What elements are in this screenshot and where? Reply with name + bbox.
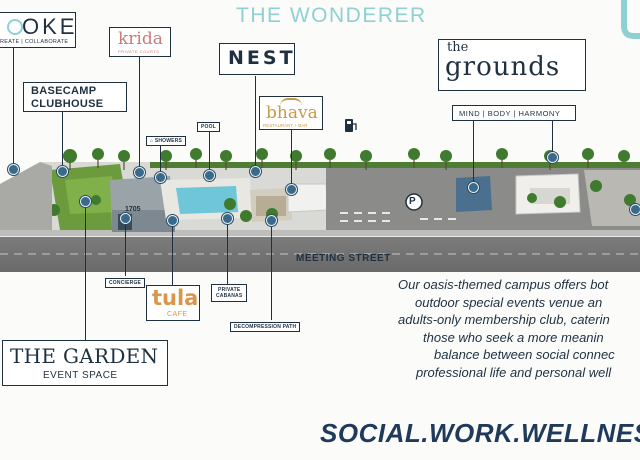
label-concierge: CONCIERGE	[105, 278, 146, 288]
basecamp-line2: CLUBHOUSE	[31, 98, 104, 110]
grounds-the: the	[447, 40, 469, 55]
logo-krida[interactable]: krida PRIVATE COURTS	[109, 27, 171, 57]
map-pin-bhava[interactable]	[286, 184, 297, 195]
description-line-2: outdoor special events venue an	[415, 295, 603, 310]
label-pool: POOL	[197, 122, 220, 132]
oke-mark: OKE	[22, 14, 78, 39]
garden-sub: EVENT SPACE	[43, 370, 118, 381]
street-label: MEETING STREET	[296, 253, 391, 264]
oke-sub: REATE | COLLABORATE	[0, 39, 69, 45]
logo-grounds[interactable]: the grounds	[438, 39, 586, 91]
label-basecamp[interactable]: BASECAMP CLUBHOUSE	[23, 82, 127, 112]
map-pin-cabanas[interactable]	[222, 213, 233, 224]
label-showers: ⌂ SHOWERS	[146, 136, 187, 146]
leader-grounds-2	[552, 120, 553, 156]
map-pin-garden[interactable]	[80, 196, 91, 207]
bhava-mark: bhava	[266, 103, 318, 123]
shower-icon: ⌂	[150, 138, 154, 144]
basecamp-line1: BASECAMP	[31, 85, 97, 97]
logo-nest[interactable]: NEST	[219, 43, 295, 75]
label-decompression-path: DECOMPRESSION PATH	[230, 322, 301, 332]
map-pin-decompression[interactable]	[266, 215, 277, 226]
cabanas-line2: CABANAS	[216, 293, 243, 299]
logo-oke[interactable]: OKE REATE | COLLABORATE	[0, 12, 76, 48]
grounds-mark: grounds	[445, 52, 561, 82]
map-pin-basecamp[interactable]	[57, 166, 68, 177]
meeting-street-road	[0, 236, 640, 272]
map-pin-pool[interactable]	[204, 170, 215, 181]
leader-garden	[85, 200, 86, 340]
oke-ring-icon	[7, 19, 23, 35]
address-number: 1705	[125, 206, 141, 213]
leader-oke	[13, 46, 14, 164]
tula-sub: CAFE	[167, 311, 188, 318]
cabanas-line1: PRIVATE	[218, 287, 241, 293]
corner-logo	[618, 0, 640, 40]
showers-text: SHOWERS	[154, 138, 183, 144]
map-pin-concierge[interactable]	[120, 213, 131, 224]
krida-mark: krida	[118, 29, 163, 49]
leader-grounds-1	[473, 120, 474, 186]
description-line-5: balance between social connec	[434, 347, 615, 362]
leader-concierge	[125, 218, 126, 276]
map-pin-tula[interactable]	[167, 215, 178, 226]
map-pin-right[interactable]	[630, 204, 640, 215]
tula-mark: tula	[152, 286, 199, 310]
logo-bhava[interactable]: bhava RESTAURANT + BAR	[259, 96, 323, 130]
leader-decompression	[271, 220, 272, 320]
leader-bhava	[291, 130, 292, 188]
tagline: SOCIAL.WORK.WELLNES	[320, 418, 640, 448]
description-line-4: those who seek a more meanin	[423, 330, 604, 345]
leader-showers	[160, 146, 161, 174]
bhava-arch-icon	[280, 98, 302, 106]
map-pin-showers[interactable]	[155, 172, 166, 183]
garden-mark: THE GARDEN	[10, 344, 159, 368]
krida-sub: PRIVATE COURTS	[118, 49, 160, 54]
parking-letter: P	[409, 196, 416, 207]
map-pin-oke[interactable]	[8, 164, 19, 175]
description-line-1: Our oasis-themed campus offers bot	[398, 277, 609, 292]
logo-the-garden[interactable]: THE GARDEN EVENT SPACE	[2, 340, 168, 386]
nest-mark: NEST	[228, 47, 296, 69]
leader-nest	[255, 76, 256, 168]
leader-basecamp	[62, 110, 63, 166]
logo-tula[interactable]: tula CAFE	[146, 285, 200, 321]
label-private-cabanas: PRIVATE CABANAS	[211, 284, 248, 302]
grounds-sub: MIND | BODY | HARMONY	[459, 109, 561, 118]
page-title: THE WONDERER	[236, 4, 427, 27]
map-pin-grounds-1[interactable]	[468, 182, 479, 193]
leader-krida	[139, 57, 140, 167]
leader-pool	[209, 131, 210, 175]
map-pin-nest[interactable]	[250, 166, 261, 177]
map-pin-grounds-2[interactable]	[547, 152, 558, 163]
grounds-subtitle-box: MIND | BODY | HARMONY	[452, 105, 576, 121]
leader-tula	[172, 222, 173, 286]
map-pin-krida[interactable]	[134, 167, 145, 178]
pool-water	[176, 186, 238, 214]
ev-charger-icon	[344, 118, 358, 134]
parking-sign	[405, 193, 423, 211]
grounds-container	[456, 176, 492, 212]
leader-cabanas	[227, 218, 228, 284]
description-line-3: adults-only membership club, caterin	[398, 312, 610, 327]
description-line-6: professional life and personal well	[416, 365, 612, 380]
bhava-sub: RESTAURANT + BAR	[263, 123, 308, 128]
